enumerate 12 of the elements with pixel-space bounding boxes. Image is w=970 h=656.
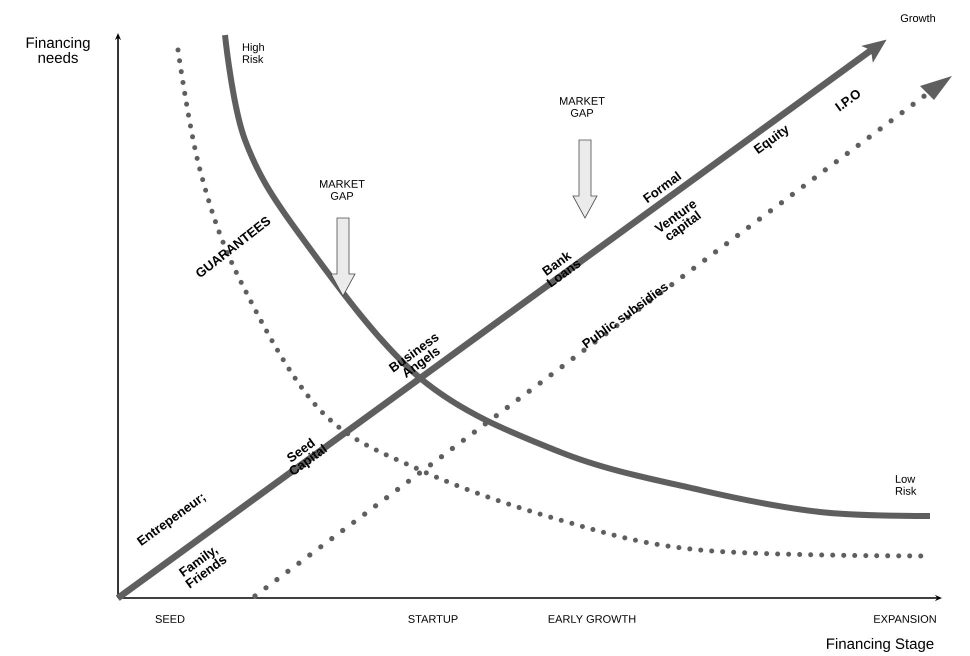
curve-label: High Risk bbox=[242, 42, 264, 64]
axis-category: EARLY GROWTH bbox=[548, 615, 636, 623]
gap-label: MARKET GAP bbox=[560, 97, 605, 117]
curve-label: Low Risk bbox=[896, 475, 916, 495]
axis-title: Financing Stage bbox=[827, 638, 934, 652]
gap-label: MARKET GAP bbox=[320, 180, 365, 200]
axis-category: STARTUP bbox=[408, 615, 458, 623]
axis-title: Financing needs bbox=[26, 37, 90, 63]
axis-category: EXPANSION bbox=[874, 615, 936, 623]
curve-label: Growth bbox=[900, 14, 935, 22]
stage-label: I.P.O bbox=[834, 90, 860, 112]
axis-category: SEED bbox=[156, 615, 184, 623]
